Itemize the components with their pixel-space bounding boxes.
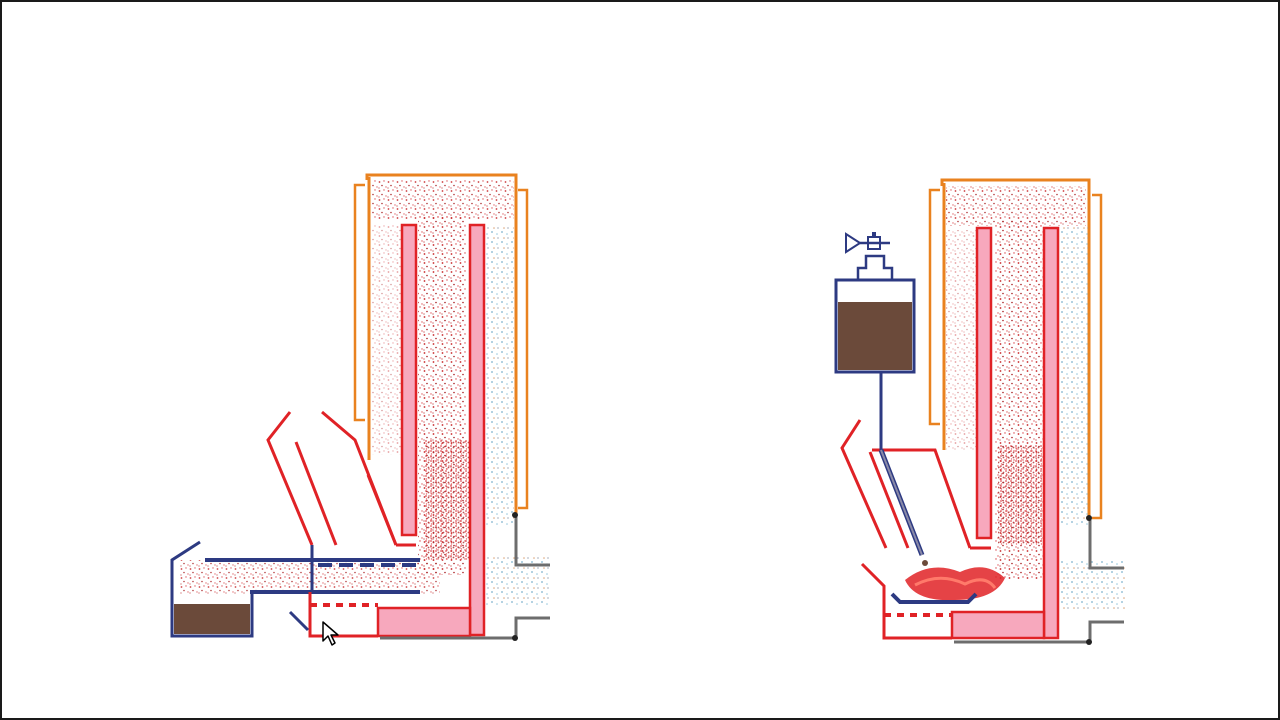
air-inlet-right [882,598,952,640]
air-particles [484,225,550,605]
valve-icon [845,232,890,254]
outer-jacket-right [928,178,1103,520]
burner-tray [860,562,1005,604]
feed-tube [205,545,420,594]
hot-gas-particles [180,180,514,594]
liquid-fuel-drip-stove [834,178,1125,645]
fuel-chute-right [840,419,972,549]
fuel-chute [266,410,398,546]
flue-pipe [380,512,550,641]
fuel-hopper [170,540,254,638]
outer-jacket [353,173,529,515]
gravity-fed-stove [170,173,550,641]
inner-riser-right [950,226,1060,640]
air-inlet [288,592,378,638]
inner-riser [376,223,486,638]
hot-gas-particles-right [946,186,1086,580]
drip-line [878,372,928,566]
mouse-pointer-icon [322,621,339,646]
fuel-tank [834,254,916,374]
flue-pipe-right [954,515,1124,645]
